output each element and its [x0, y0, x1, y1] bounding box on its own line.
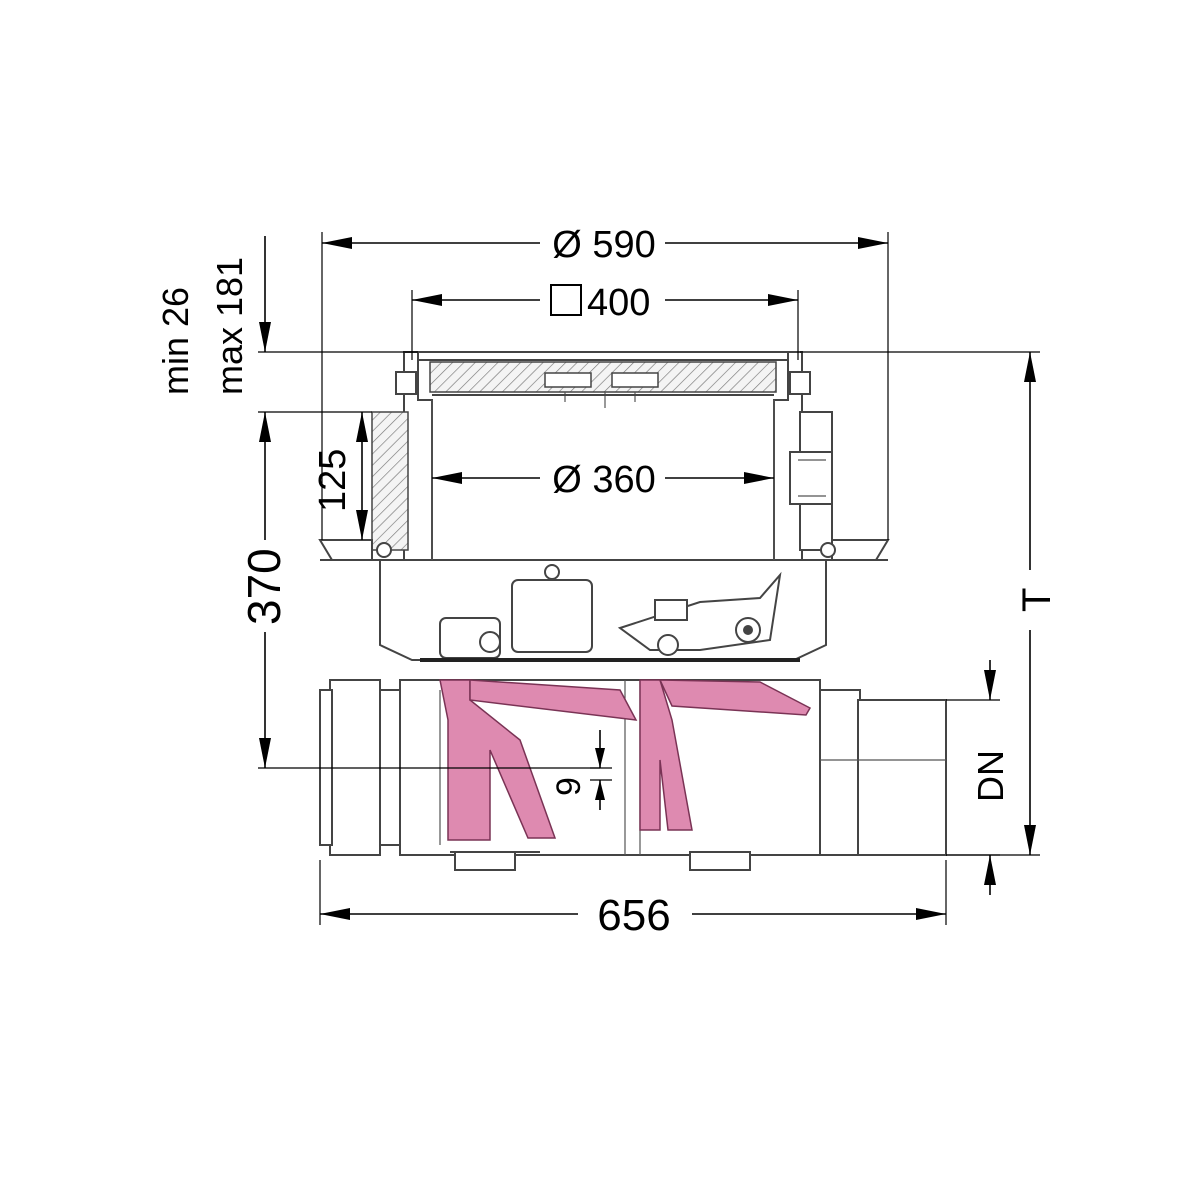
dim-frame-height: 125	[312, 412, 368, 540]
dim-total-height: 370	[238, 520, 600, 769]
cover-grate	[417, 351, 789, 408]
collar	[318, 411, 890, 561]
inner-diameter-label: Ø 360	[552, 459, 656, 501]
max-height-label: max 181	[209, 257, 250, 395]
dim-flap-gap: 9	[550, 730, 612, 810]
depth-label: T	[1015, 588, 1059, 612]
dimension-lines: Ø 590 400 Ø 360	[155, 224, 1059, 940]
pipe-body	[319, 679, 947, 871]
square-frame-label: 400	[587, 282, 650, 324]
frame-height-label: 125	[312, 449, 354, 512]
square-symbol	[550, 284, 582, 316]
backflow-valve-drawing	[318, 351, 947, 871]
outer-diameter-label: Ø 590	[552, 224, 656, 266]
dim-inner-diameter: Ø 360	[432, 459, 774, 501]
dim-outer-diameter: Ø 590	[321, 224, 889, 540]
motor-unit	[420, 564, 800, 662]
dim-height-range: min 26 max 181	[155, 236, 418, 520]
flap-left	[439, 679, 638, 841]
pipe-diameter-label: DN	[970, 750, 1011, 802]
flap-right	[639, 679, 812, 831]
dim-square-frame: 400	[411, 282, 799, 360]
total-height-label: 370	[238, 548, 290, 625]
dim-pipe-diameter: DN	[946, 660, 1011, 895]
flap-gap-label: 9	[550, 777, 588, 796]
dim-length: 656	[319, 860, 947, 940]
length-label: 656	[597, 891, 670, 940]
min-height-label: min 26	[155, 287, 196, 395]
